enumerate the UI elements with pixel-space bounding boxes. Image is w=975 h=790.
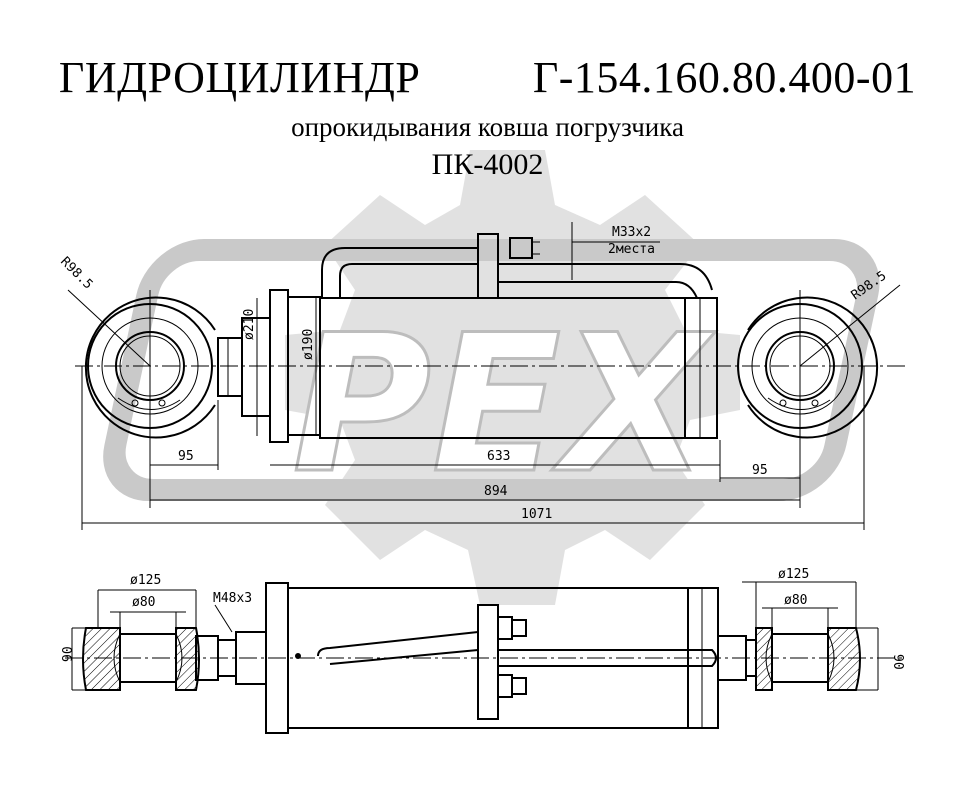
dim-left-outer-dia: ø125 <box>130 573 161 588</box>
hydraulic-pipe <box>321 233 713 299</box>
bottom-pipe <box>317 604 717 720</box>
dim-left-inner-dia: ø80 <box>132 595 155 610</box>
drawing-subtitle: опрокидывания ковша погрузчика <box>291 112 684 142</box>
dim-port-thread: M33x2 <box>612 225 651 240</box>
watermark-logo: PEX <box>103 150 880 605</box>
dim-overall: 1071 <box>521 507 552 522</box>
dim-left-eye: 95 <box>178 449 194 464</box>
dim-left-width: 90 <box>61 646 76 662</box>
dim-right-inner-dia: ø80 <box>784 593 807 608</box>
drawing-title: ГИДРОЦИЛИНДР Г-154.160.80.400-01 <box>58 53 917 102</box>
dim-dia-barrel: ø190 <box>301 329 316 360</box>
left-eye <box>67 289 216 442</box>
bottom-view: ø125 ø80 M48x3 ø125 ø80 90 90 <box>61 567 905 734</box>
dim-right-eye: 95 <box>752 463 768 478</box>
dim-rod-thread: M48x3 <box>213 591 252 606</box>
dim-right-outer-dia: ø125 <box>778 567 809 582</box>
dim-centers: 894 <box>484 484 508 499</box>
dim-right-width: 90 <box>890 654 905 670</box>
dim-barrel-length: 633 <box>487 449 510 464</box>
right-eye <box>737 284 901 442</box>
dim-port-count: 2места <box>608 242 655 257</box>
right-eye-section <box>717 627 861 691</box>
top-dimensions <box>81 222 865 530</box>
top-view: M33x2 2места R98.5 R98.5 ø210 ø190 95 63… <box>57 222 905 530</box>
left-eye-section <box>82 627 237 691</box>
dim-radius-left: R98.5 <box>57 254 95 292</box>
watermark-text: PEX <box>292 294 716 515</box>
drawing-model: ПК-4002 <box>431 148 544 181</box>
bottom-dimensions <box>71 581 879 691</box>
watermark-band <box>103 239 880 501</box>
dim-dia-flange: ø210 <box>242 309 257 340</box>
barrel <box>319 297 718 439</box>
rod-section <box>235 582 719 734</box>
